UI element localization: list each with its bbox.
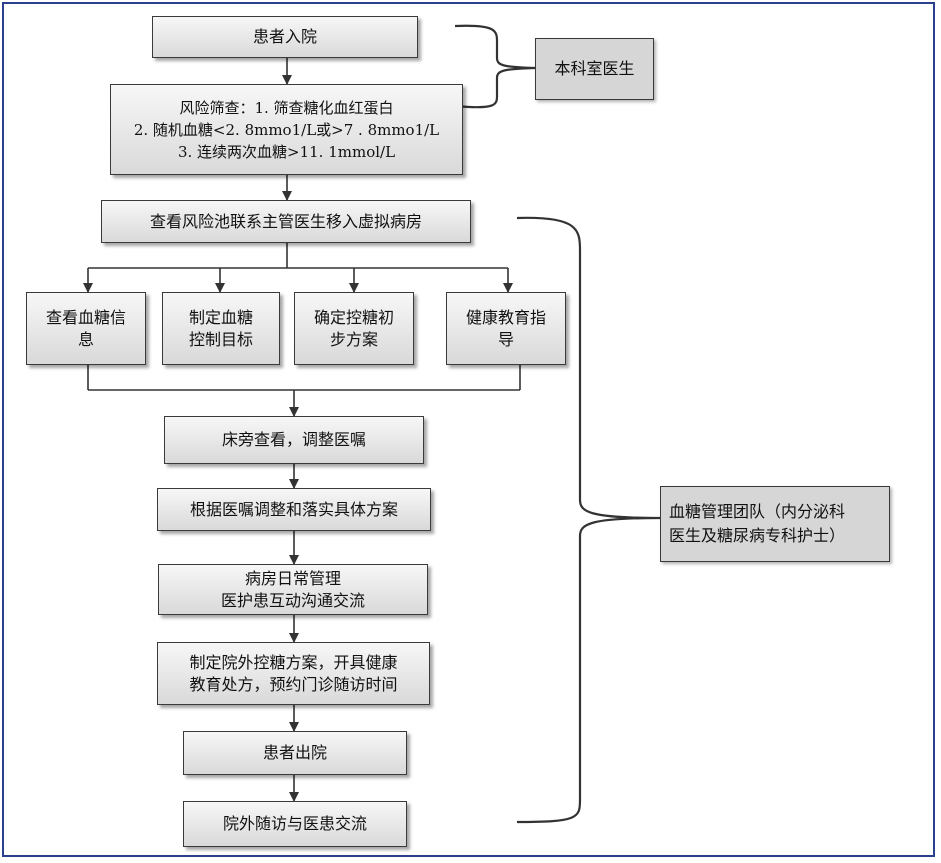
branch-2-line-2: 控制目标 (188, 329, 253, 349)
implement-box: 根据医嘱调整和落实具体方案 (157, 488, 431, 531)
discharge-plan-line-1: 制定院外控糖方案，开具健康 (189, 652, 398, 672)
branch-2-line-1: 制定血糖 (188, 307, 253, 327)
branch-1-line-1: 查看血糖信 (45, 307, 126, 327)
glucose-team-line-1: 血糖管理团队（内分泌科 (669, 502, 846, 521)
branch-4-line-2: 导 (497, 329, 514, 349)
risk-screening-line-2: 2. 随机血糖<2. 8mmo1/L或>7 . 8mmo1/L (133, 120, 440, 139)
branch-health-education: 健康教育指 导 (446, 292, 566, 365)
discharge-label: 患者出院 (262, 743, 327, 762)
risk-screening-box: 风险筛查：1. 筛查糖化血红蛋白 2. 随机血糖<2. 8mmo1/L或>7 .… (110, 84, 463, 175)
admission-label: 患者入院 (252, 27, 317, 46)
admission-box: 患者入院 (152, 16, 418, 58)
ward-management-line-1: 病房日常管理 (244, 568, 341, 588)
ward-management-line-2: 医护患互动沟通交流 (220, 590, 365, 610)
brace-doctor (454, 24, 536, 109)
branch-blood-glucose-info: 查看血糖信 息 (26, 292, 146, 365)
glucose-team-box: 血糖管理团队（内分泌科 医生及糖尿病专科护士） (660, 486, 890, 562)
bedside-box: 床旁查看，调整医嘱 (164, 416, 424, 464)
branch-4-line-1: 健康教育指 (465, 307, 546, 327)
discharge-box: 患者出院 (183, 731, 407, 775)
bedside-label: 床旁查看，调整医嘱 (221, 430, 366, 449)
department-doctor-box: 本科室医生 (535, 38, 654, 100)
glucose-team-line-2: 医生及糖尿病专科护士） (669, 526, 846, 545)
discharge-plan-box: 制定院外控糖方案，开具健康 教育处方，预约门诊随访时间 (157, 642, 430, 705)
discharge-plan-line-2: 教育处方，预约门诊随访时间 (189, 674, 398, 694)
branch-initial-plan: 确定控糖初 步方案 (294, 292, 414, 365)
followup-box: 院外随访与医患交流 (183, 801, 407, 847)
branch-1-line-2: 息 (77, 329, 94, 349)
risk-screening-line-3: 3. 连续两次血糖>11. 1mmol/L (177, 142, 396, 161)
followup-label: 院外随访与医患交流 (222, 814, 367, 833)
risk-pool-box: 查看风险池联系主管医生移入虚拟病房 (101, 200, 471, 243)
risk-pool-label: 查看风险池联系主管医生移入虚拟病房 (149, 211, 422, 231)
risk-screening-line-1: 风险筛查：1. 筛查糖化血红蛋白 (179, 98, 394, 117)
ward-management-box: 病房日常管理 医护患互动沟通交流 (158, 564, 428, 615)
branch-3-line-1: 确定控糖初 (313, 307, 394, 327)
implement-label: 根据医嘱调整和落实具体方案 (189, 499, 398, 519)
branch-control-target: 制定血糖 控制目标 (162, 292, 280, 365)
branch-3-line-2: 步方案 (329, 329, 378, 349)
department-doctor-label: 本科室医生 (554, 59, 635, 78)
